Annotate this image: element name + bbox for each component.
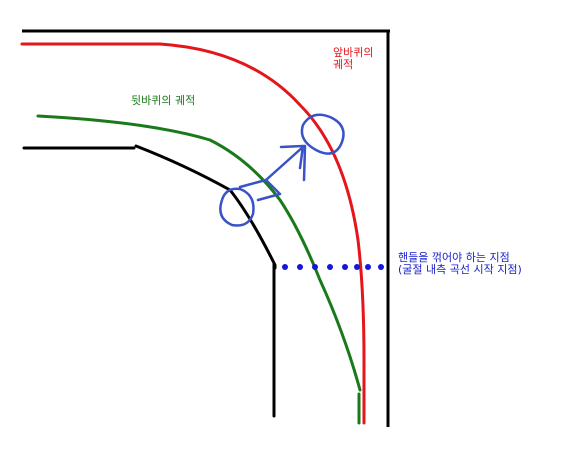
front-wheel-label: 앞바퀴의 궤적: [333, 47, 373, 71]
front-wheel-label-line2: 궤적: [333, 58, 354, 71]
annotation-arrow-upper: [264, 144, 306, 182]
front-wheel-path: [20, 42, 366, 425]
steer-point-label-line1: 핸들을 꺾어야 하는 지점: [398, 251, 510, 264]
front-wheel-circle: [300, 113, 345, 155]
steer-dot: [297, 264, 303, 270]
steer-dot: [378, 264, 384, 270]
steer-point-label: 핸들을 꺾어야 하는 지점 (굴절 내측 곡선 시작 지점): [398, 252, 522, 276]
inner-road-edge: [22, 144, 277, 418]
steer-dot: [354, 264, 360, 270]
steer-dot: [342, 264, 348, 270]
annotation-connector-lower: [238, 178, 282, 202]
steer-point-label-line2: (굴절 내측 곡선 시작 지점): [398, 263, 522, 276]
rear-wheel-circle: [219, 187, 255, 227]
steer-dot: [365, 264, 371, 270]
steer-dot: [327, 264, 333, 270]
steer-dot: [312, 264, 318, 270]
annotation-stroke-mid: [302, 144, 307, 182]
steer-point-dots: [282, 264, 384, 270]
rear-wheel-label: 뒷바퀴의 궤적: [131, 95, 195, 107]
rear-wheel-path: [36, 114, 362, 392]
front-wheel-label-line1: 앞바퀴의: [333, 46, 374, 59]
rear-wheel-label-text: 뒷바퀴의 궤적: [131, 94, 196, 107]
steer-dot: [282, 264, 288, 270]
